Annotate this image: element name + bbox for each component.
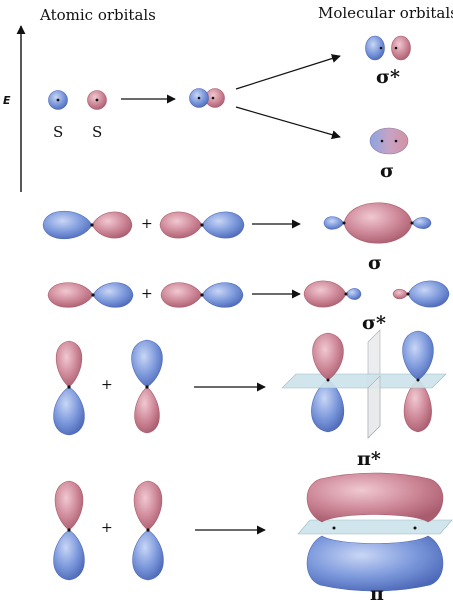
energy-axis-label: E — [3, 94, 11, 107]
pi-star-label: π* — [357, 448, 381, 470]
plus-sign-row2: + — [141, 216, 153, 232]
s-label-right: S — [92, 123, 103, 141]
plus-sign-row4: + — [101, 377, 113, 393]
sigma-star-s-label: σ* — [376, 66, 400, 88]
pi-orbital — [297, 472, 453, 592]
plus-sign-row3: + — [141, 286, 153, 302]
sigma-star-p-label: σ* — [362, 312, 386, 334]
p-orbital-vertical-row4-a — [53, 340, 85, 436]
p-orbital-vertical-row5-b — [132, 480, 164, 581]
s-label-left: S — [53, 123, 64, 141]
arrow-to-sigma-star-s — [235, 54, 341, 90]
p-orbital-row3-b — [160, 282, 244, 308]
p-orbital-vertical-row4-b — [131, 339, 163, 434]
pi-label: π — [370, 583, 384, 605]
sigma-p-label: σ — [368, 252, 383, 274]
molecular-orbitals-header: Molecular orbitals — [318, 4, 453, 22]
sigma-star-s-orbital — [365, 35, 411, 61]
pi-star-orbital — [281, 329, 447, 439]
arrow-to-sigma-s — [235, 106, 341, 140]
atomic-orbitals-header: Atomic orbitals — [40, 6, 156, 24]
sigma-s-orbital — [369, 127, 409, 155]
p-orbital-row2-a — [42, 210, 133, 240]
p-orbital-row3-a — [47, 282, 134, 308]
sigma-p-orbital — [323, 202, 432, 244]
sigma-s-label: σ — [380, 160, 395, 182]
plus-sign-row5: + — [101, 520, 113, 536]
s-orbital-right — [87, 90, 107, 110]
sigma-star-p-orbital — [303, 280, 450, 308]
p-orbital-vertical-row5-a — [53, 480, 85, 581]
p-orbital-row2-b — [159, 211, 245, 239]
s-orbital-left — [48, 90, 68, 110]
s-orbitals-overlapping — [189, 88, 225, 108]
